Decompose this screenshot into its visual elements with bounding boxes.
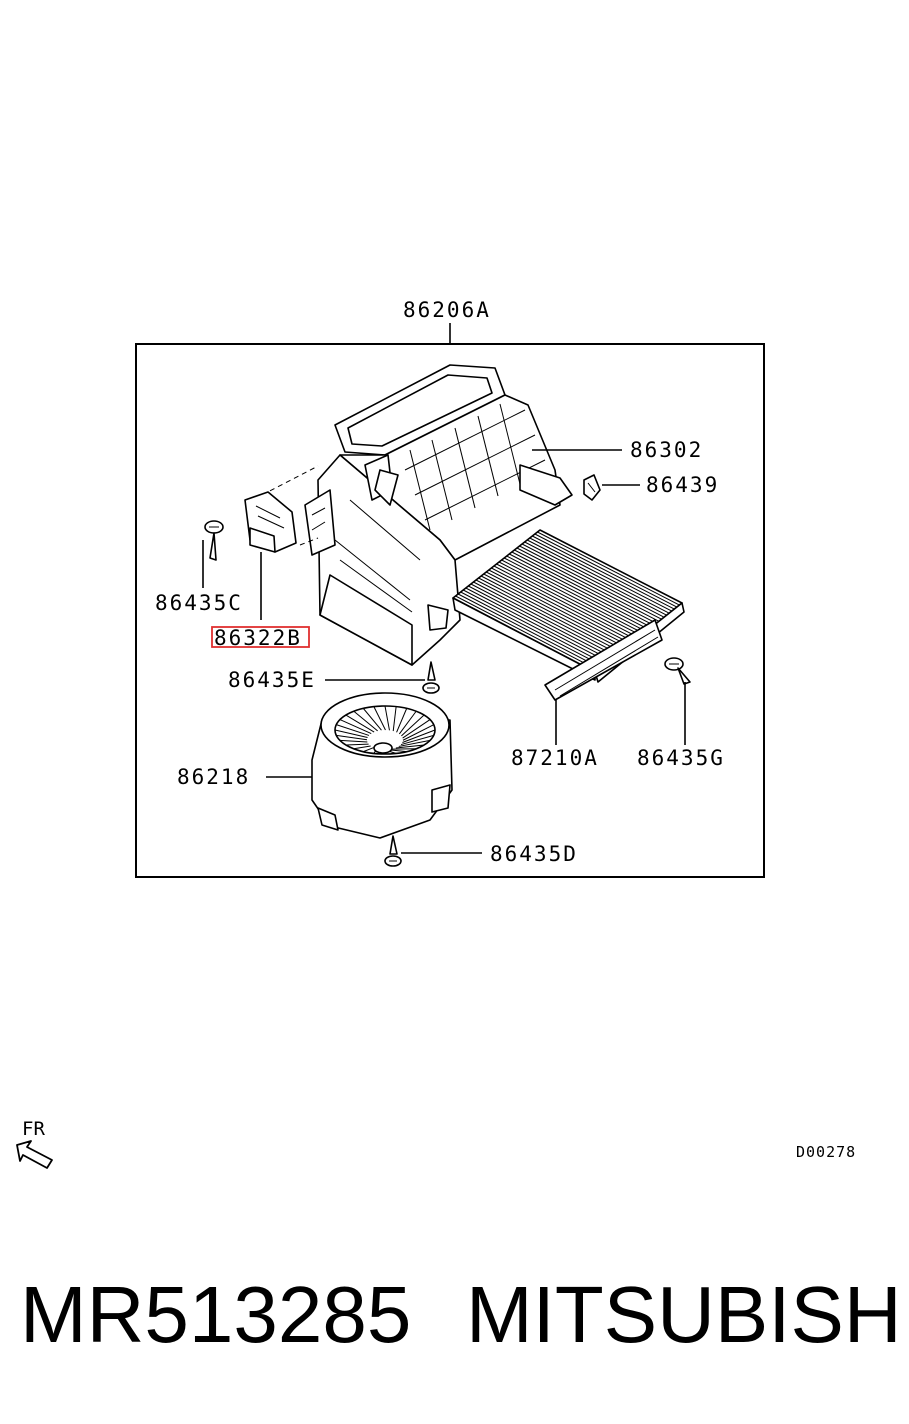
callout-87210A: 87210A xyxy=(511,746,599,770)
callout-86206A: 86206A xyxy=(403,298,491,322)
part-number: MR513285 xyxy=(20,1270,412,1359)
callout-86435D: 86435D xyxy=(490,842,578,866)
blower-fan-drawing xyxy=(311,692,453,839)
screw-g-drawing xyxy=(664,657,691,685)
cabin-filter-drawing xyxy=(452,529,685,701)
screw-d-drawing xyxy=(384,835,402,867)
front-arrow-icon: FR xyxy=(16,1118,53,1169)
resistor-drawing xyxy=(244,491,297,553)
brand-name: MITSUBISHI xyxy=(466,1270,909,1359)
highlight-box xyxy=(211,626,310,648)
callout-86435C: 86435C xyxy=(155,591,243,615)
clip-drawing xyxy=(583,474,601,501)
callout-86322B: 86322B xyxy=(214,626,302,650)
callout-86218: 86218 xyxy=(177,765,250,789)
filter-pleats xyxy=(455,531,680,671)
callout-86435G: 86435G xyxy=(637,746,725,770)
screw-e-drawing xyxy=(422,661,440,694)
blower-case-drawing xyxy=(304,364,573,666)
screw-c-drawing xyxy=(204,520,224,561)
orientation-label: FR xyxy=(22,1118,45,1140)
footer: MR513285 MITSUBISHI xyxy=(0,1270,909,1360)
diagram-code: D00278 xyxy=(796,1143,856,1161)
callout-86302: 86302 xyxy=(630,438,703,462)
callout-86435E: 86435E xyxy=(228,668,316,692)
callout-86439: 86439 xyxy=(646,473,719,497)
